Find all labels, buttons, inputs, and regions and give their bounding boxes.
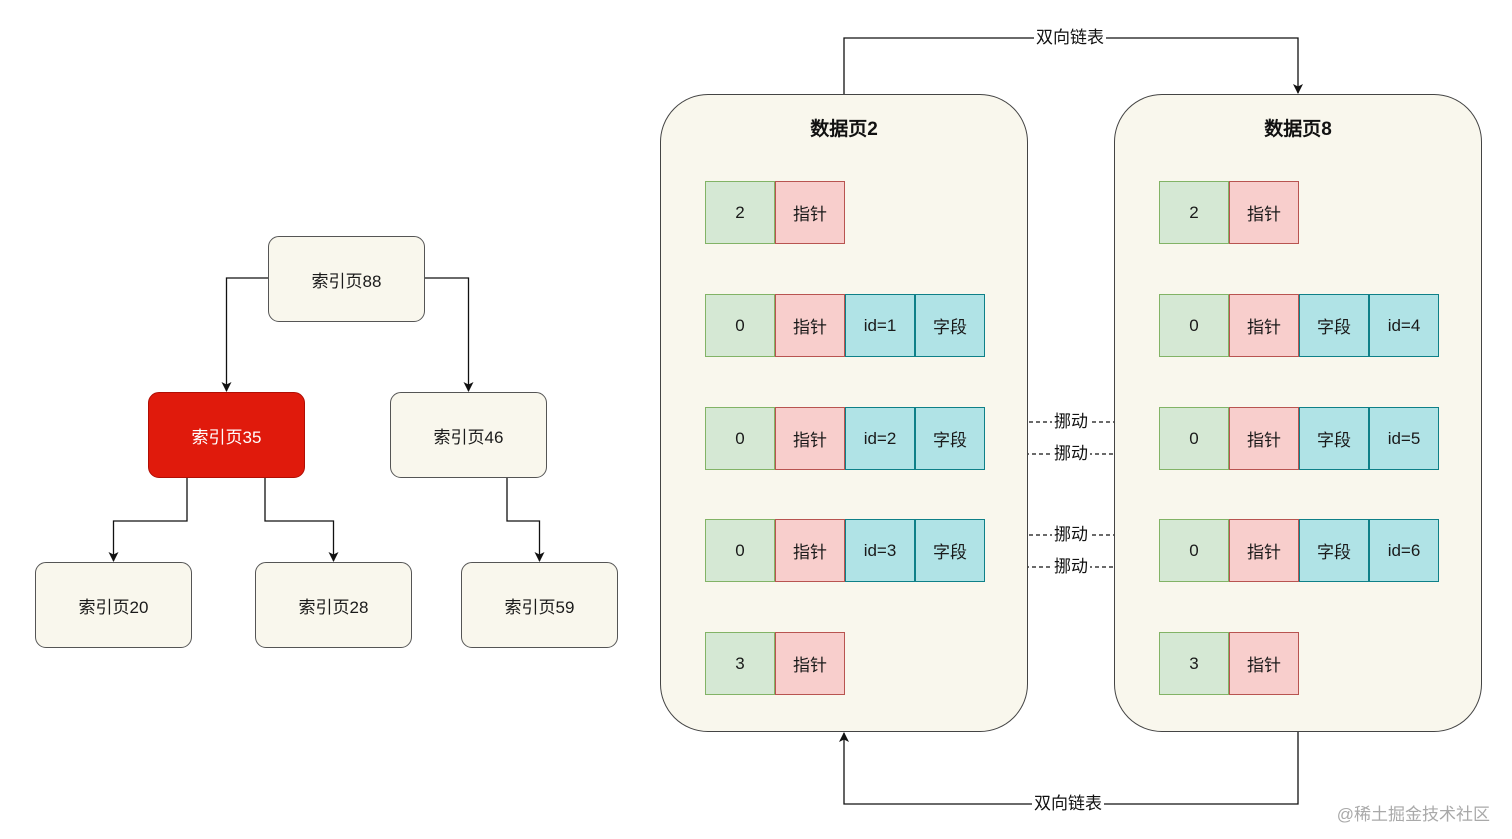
index-page-node: 索引页35 [148,392,305,478]
record-cell: 指针 [775,181,845,244]
index-page-node: 索引页20 [35,562,192,648]
record-cell: 字段 [915,519,985,582]
record-cell: 字段 [915,294,985,357]
record-cell: 3 [705,632,775,695]
record-cell: 0 [1159,519,1229,582]
record-cell: 字段 [1299,519,1369,582]
record-cell: 指针 [1229,294,1299,357]
tree-edge [108,478,188,562]
record-cell: id=6 [1369,519,1439,582]
index-page-node: 索引页46 [390,392,547,478]
record-cell: 指针 [775,632,845,695]
move-label: 挪动 [1052,557,1090,577]
record-cell: 字段 [1299,407,1369,470]
linked-list-label-top: 双向链表 [1034,28,1106,48]
record-cell: 0 [705,519,775,582]
index-page-label: 索引页28 [298,597,369,617]
record-cell: 指针 [1229,407,1299,470]
watermark: @稀土掘金技术社区 [1336,805,1490,824]
record-cell: 0 [1159,407,1229,470]
move-label: 挪动 [1052,525,1090,545]
tree-edge [264,478,339,562]
index-page-node: 索引页28 [255,562,412,648]
record-cell: 2 [705,181,775,244]
index-page-label: 索引页20 [78,597,149,617]
record-cell: 指针 [1229,181,1299,244]
record-cell: 指针 [775,519,845,582]
index-page-label: 索引页88 [311,271,382,291]
index-page-label: 索引页35 [191,427,262,447]
index-page-label: 索引页46 [433,427,504,447]
record-cell: id=2 [845,407,915,470]
move-label: 挪动 [1052,412,1090,432]
record-cell: 指针 [775,407,845,470]
record-cell: 0 [1159,294,1229,357]
linked-list-label-bottom: 双向链表 [1032,794,1104,814]
tree-edge [506,478,545,562]
record-cell: id=4 [1369,294,1439,357]
record-cell: 指针 [1229,632,1299,695]
data-page-title: 数据页2 [810,119,878,140]
record-cell: id=1 [845,294,915,357]
record-cell: 指针 [1229,519,1299,582]
record-cell: 字段 [915,407,985,470]
tree-edge [221,277,268,392]
data-page-title: 数据页8 [1264,119,1332,140]
index-page-node: 索引页88 [268,236,425,322]
record-cell: 2 [1159,181,1229,244]
index-page-node: 索引页59 [461,562,618,648]
tree-edge [425,277,474,392]
record-cell: 3 [1159,632,1229,695]
record-cell: 字段 [1299,294,1369,357]
record-cell: id=3 [845,519,915,582]
record-cell: 0 [705,407,775,470]
record-cell: 指针 [775,294,845,357]
move-label: 挪动 [1052,444,1090,464]
record-cell: id=5 [1369,407,1439,470]
record-cell: 0 [705,294,775,357]
index-page-label: 索引页59 [504,597,575,617]
